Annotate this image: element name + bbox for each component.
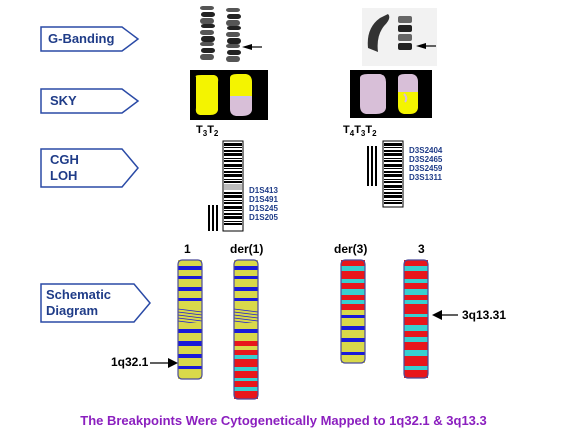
marker-d1s413: D1S413 — [249, 186, 278, 195]
sky-right-image — [350, 70, 432, 118]
tag-schematic-diagram: Schematic Diagram — [40, 283, 152, 323]
marker-d3s1311: D3S1311 — [409, 173, 442, 182]
schematic-chromosome-der1 — [233, 259, 259, 400]
chromosome-label-der3: der(3) — [334, 242, 368, 256]
schematic-chromosome-3 — [403, 259, 429, 379]
marker-d1s491: D1S491 — [249, 195, 278, 204]
sky-right-tumor-label: T4T3T2 — [343, 124, 377, 139]
loh-bars-left — [208, 205, 218, 231]
cgh-ideogram-right — [382, 140, 404, 208]
tag-g-banding: G-Banding — [40, 26, 140, 52]
chromosome-label-1: 1 — [184, 242, 191, 256]
marker-d3s2404: D3S2404 — [409, 146, 443, 155]
sky-left-tumor-label: T3T2 — [196, 124, 219, 139]
marker-list-left: D1S413 D1S491 D1S245 D1S205 — [249, 186, 278, 222]
breakpoint-arrow-left — [150, 358, 178, 368]
tag-g-banding-label: G-Banding — [48, 31, 115, 46]
marker-d1s245: D1S245 — [249, 204, 278, 213]
tag-schematic-label: Schematic — [46, 287, 112, 302]
marker-d1s205: D1S205 — [249, 213, 278, 222]
marker-list-right: D3S2404 D3S2465 D3S2459 D3S1311 — [409, 146, 442, 182]
breakpoint-arrow-right — [432, 310, 458, 320]
breakpoint-label-left: 1q32.1 — [111, 355, 149, 369]
tag-cgh-label: CGH — [50, 152, 79, 167]
tag-loh-label: LOH — [50, 168, 78, 183]
marker-d3s2465: D3S2465 — [409, 155, 443, 164]
tag-arrow-shape — [40, 88, 140, 114]
g-banding-right-image — [362, 8, 437, 66]
chromosome-label-3: 3 — [418, 242, 425, 256]
tag-arrow-shape — [40, 26, 140, 52]
marker-d3s2459: D3S2459 — [409, 164, 443, 173]
sky-left-image — [190, 70, 268, 120]
loh-bars-right — [367, 146, 377, 186]
tag-sky: SKY — [40, 88, 140, 114]
g-banding-left-image — [190, 0, 270, 70]
chromosome-label-der1: der(1) — [230, 242, 264, 256]
tag-diagram-label: Diagram — [46, 303, 99, 318]
tag-arrow-shape — [40, 148, 139, 188]
tag-cgh-loh: CGH LOH — [40, 148, 140, 188]
footer-caption: The Breakpoints Were Cytogenetically Map… — [80, 413, 487, 428]
schematic-chromosome-der3 — [340, 259, 366, 364]
breakpoint-label-right: 3q13.31 — [462, 308, 507, 322]
schematic-chromosome-1 — [177, 259, 203, 380]
cgh-ideogram-left — [222, 140, 244, 232]
tag-sky-label: SKY — [50, 93, 77, 108]
tag-arrow-shape — [40, 283, 151, 323]
